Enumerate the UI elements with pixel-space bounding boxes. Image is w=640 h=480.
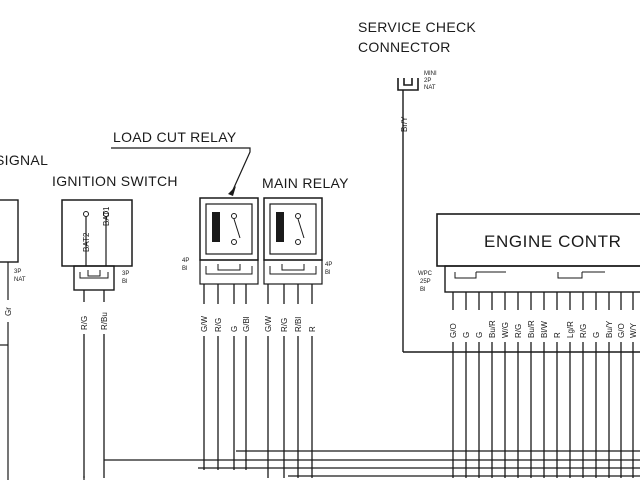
ecm-wire-label: G xyxy=(592,332,601,338)
ecm-wire-label: G xyxy=(462,332,471,338)
ignition-wire-label: R/Bu xyxy=(100,312,109,330)
ecm-wire-label: W/Y xyxy=(629,322,638,338)
engine-control-module-body xyxy=(436,213,640,293)
service-check-title-line1: SERVICE CHECK xyxy=(358,19,476,35)
load-cut-wire-label: G/Bl xyxy=(242,316,251,332)
service-conn-type: MINI xyxy=(424,71,437,77)
ecm-wire-label: G/O xyxy=(617,323,626,338)
main-relay-wire-label: G/W xyxy=(264,316,273,332)
service-conn-pins: 2P xyxy=(424,78,431,84)
main-conn-color: Bl xyxy=(325,270,330,276)
load-cut-relay-title: LOAD CUT RELAY xyxy=(113,129,237,145)
ecm-wire-label: Bl/W xyxy=(540,321,549,338)
left-wire-label: Gr xyxy=(4,307,13,316)
main-relay-wire-label: R xyxy=(308,326,317,332)
ign-conn-color: Bl xyxy=(122,279,127,285)
relay-conn-color: Bl xyxy=(182,266,187,272)
ignition-wires: R/G R/Bu xyxy=(80,290,109,478)
ecm-conn-pins: 25P xyxy=(420,279,431,285)
main-relay-wire-label: R/Bl xyxy=(294,317,303,332)
main-relay-title: MAIN RELAY xyxy=(262,175,349,191)
service-check-title-line2: CONNECTOR xyxy=(358,39,451,55)
bat2-label: BAT2 xyxy=(82,232,91,252)
main-conn-pins: 4P xyxy=(325,262,332,268)
ecm-wire-label: Bu/R xyxy=(527,320,536,338)
service-conn-color: NAT xyxy=(424,85,436,91)
ignition-switch-title: IGNITION SWITCH xyxy=(52,173,178,189)
ecm-wire-label: Lg/R xyxy=(566,321,575,338)
ecm-wire-label: G xyxy=(475,332,484,338)
bat1-label: BAT1 xyxy=(102,206,111,226)
load-cut-wire-label: G/W xyxy=(200,316,209,332)
ecm-wire-label: G/O xyxy=(449,323,458,338)
ecm-wire-label: W/G xyxy=(501,322,510,338)
left-conn-color: NAT xyxy=(14,277,26,283)
signal-title: SIGNAL xyxy=(0,152,48,168)
ecm-wire-label: R/G xyxy=(579,324,588,338)
main-relay-body xyxy=(263,197,323,285)
service-check-connector-symbol xyxy=(397,78,419,91)
ecm-wire-label: R xyxy=(553,332,562,338)
left-conn-pins: 3P xyxy=(14,269,21,275)
ignition-wire-label: R/G xyxy=(80,316,89,330)
ign-conn-pins: 3P xyxy=(122,271,129,277)
relay-conn-pins: 4P xyxy=(182,258,189,264)
ecm-wire-label: Bu/Y xyxy=(605,320,614,338)
ecm-conn-type: WPC xyxy=(418,271,433,277)
ignition-switch-body xyxy=(61,199,133,291)
load-cut-wire-label: G xyxy=(230,326,239,332)
ecm-wire-label: R/G xyxy=(514,324,523,338)
ecm-wire-label: Bu/R xyxy=(488,320,497,338)
bottom-bus xyxy=(7,345,640,480)
ecm-conn-color: Bl xyxy=(420,287,425,293)
load-cut-relay-body xyxy=(199,197,259,285)
load-cut-wire-label: R/G xyxy=(214,318,223,332)
main-relay-wire-label: R/G xyxy=(280,318,289,332)
service-wire-label: Br/Y xyxy=(400,116,409,132)
engine-control-title: ENGINE CONTR xyxy=(484,232,622,251)
